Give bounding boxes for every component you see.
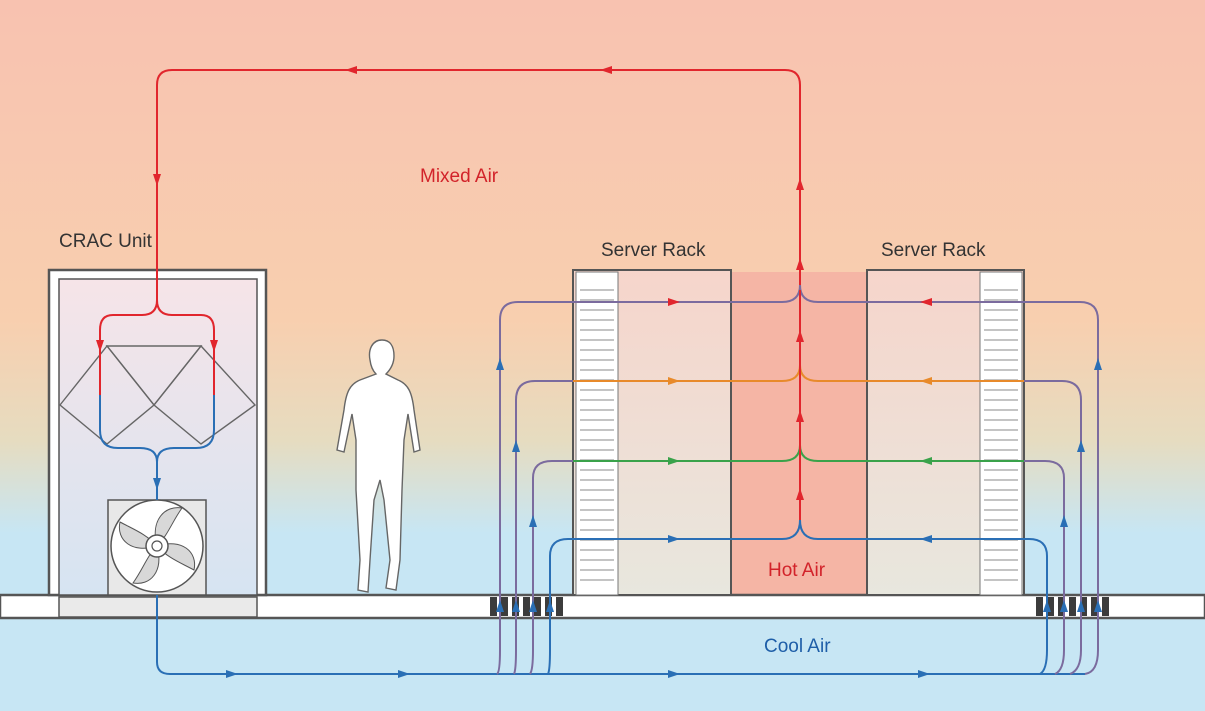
server-rack-left-label: Server Rack — [601, 240, 706, 261]
server-rack-left — [572, 269, 732, 596]
crac-unit — [47, 268, 268, 618]
crac-cooled-flow — [99, 395, 215, 500]
crac-internal-flow — [99, 299, 215, 395]
cooling-coil — [59, 344, 257, 445]
cool-air-label: Cool Air — [764, 636, 831, 657]
floor-vent-right — [1036, 597, 1109, 616]
server-rack-right-label: Server Rack — [881, 240, 986, 261]
flow-arrows — [96, 66, 1102, 678]
mixed-air-return-flow — [156, 69, 801, 300]
server-rack-right — [866, 269, 1025, 596]
fan-icon — [107, 499, 207, 596]
underfloor-cool-air-flow — [156, 595, 1085, 675]
person-silhouette-icon — [336, 339, 421, 593]
hot-air-label: Hot Air — [768, 560, 826, 581]
mixed-air-label: Mixed Air — [420, 166, 499, 187]
crac-unit-label: CRAC Unit — [59, 231, 153, 252]
